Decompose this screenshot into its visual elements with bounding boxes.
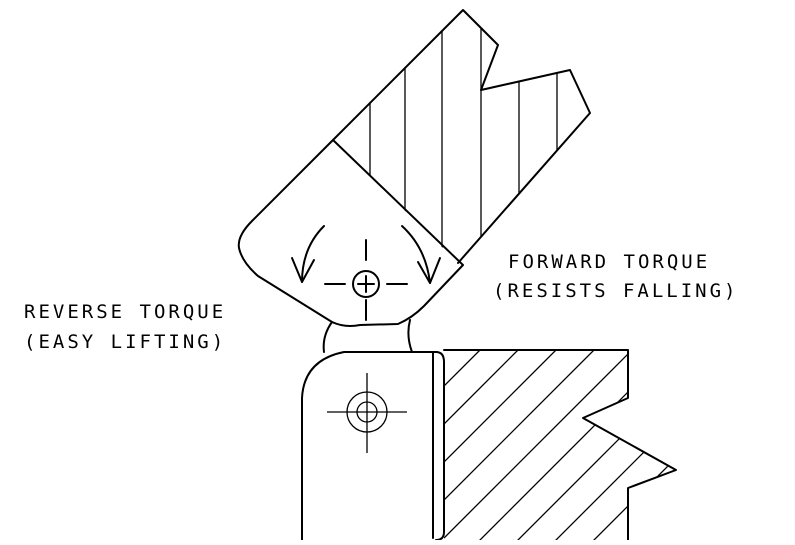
lower-pivot (327, 373, 407, 453)
labels: FORWARD TORQUE (RESISTS FALLING) REVERSE… (24, 251, 738, 353)
torque-arrows (291, 225, 441, 284)
pivot-cross-icon (352, 270, 380, 298)
upper-block-outline (237, 139, 464, 327)
forward-torque-label: FORWARD TORQUE (508, 251, 710, 273)
lower-hatching (444, 350, 676, 540)
upper-pivot (324, 239, 408, 321)
curved-arrow-left-icon (301, 225, 325, 283)
reverse-torque-note: (EASY LIFTING) (24, 331, 226, 353)
lower-member (301, 349, 677, 541)
upper-neck (322, 319, 413, 353)
forward-torque-note: (RESISTS FALLING) (493, 280, 738, 302)
upper-member-outline (332, 9, 591, 264)
lower-block-outline (301, 351, 445, 541)
lower-member-outline (443, 349, 677, 541)
reverse-torque-label: REVERSE TORQUE (24, 301, 226, 323)
curved-arrow-right-icon (401, 225, 431, 284)
